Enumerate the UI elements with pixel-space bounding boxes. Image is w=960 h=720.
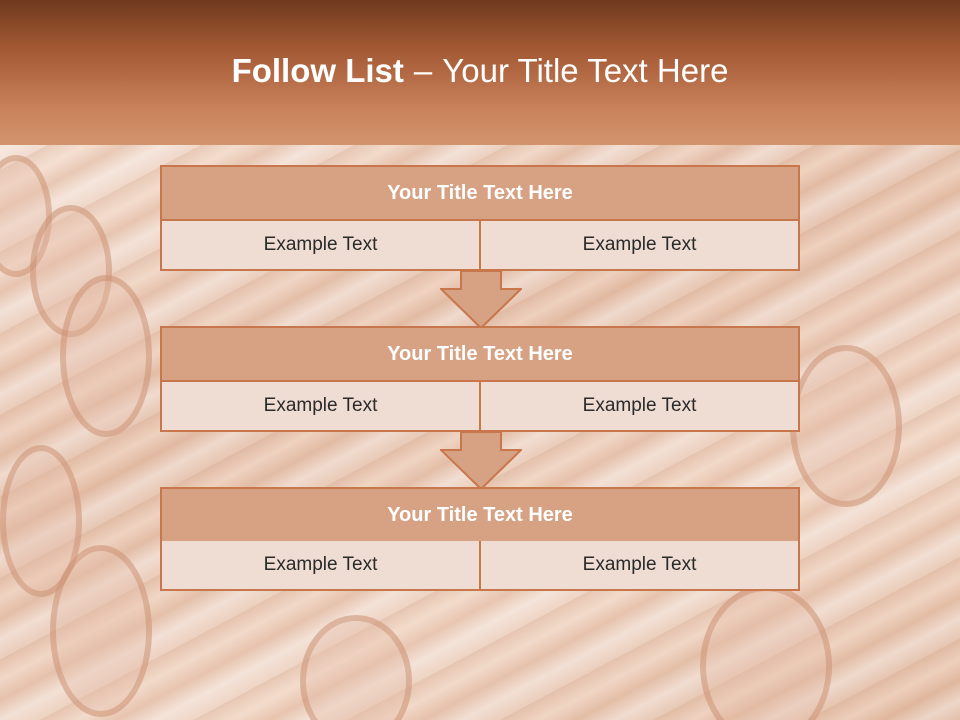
step-3-cells: Example Text Example Text (160, 541, 800, 591)
step-3-cell-right: Example Text (481, 541, 800, 591)
step-3-title-box: Your Title Text Here (160, 487, 800, 543)
step-2-title: Your Title Text Here (387, 342, 573, 365)
pipe-end (790, 345, 902, 507)
cell-text: Example Text (582, 395, 697, 416)
slide-header: Follow List–Your Title Text Here (0, 0, 960, 145)
down-arrow-icon (440, 271, 522, 329)
title-rest: Your Title Text Here (442, 51, 729, 89)
step-1-cell-left: Example Text (160, 221, 481, 271)
title-separator: – (413, 51, 433, 89)
step-2-title-box: Your Title Text Here (160, 326, 800, 382)
pipe-end (60, 275, 152, 437)
step-1-title: Your Title Text Here (387, 181, 573, 204)
step-3-cell-left: Example Text (160, 541, 481, 591)
down-arrow-icon (440, 432, 522, 490)
step-1-cell-right: Example Text (481, 221, 800, 271)
slide-title: Follow List–Your Title Text Here (232, 52, 729, 90)
title-strong: Follow List (231, 51, 404, 89)
step-2-cells: Example Text Example Text (160, 382, 800, 432)
pipe-end (50, 545, 152, 717)
step-1-cells: Example Text Example Text (160, 221, 800, 271)
cell-text: Example Text (263, 554, 378, 575)
step-1-title-box: Your Title Text Here (160, 165, 800, 221)
pipe-end (0, 445, 82, 597)
pipe-end (700, 585, 832, 720)
step-2-cell-right: Example Text (481, 382, 800, 432)
step-2-cell-left: Example Text (160, 382, 481, 432)
cell-text: Example Text (582, 554, 697, 575)
cell-text: Example Text (582, 234, 697, 255)
cell-text: Example Text (263, 234, 378, 255)
pipe-end (300, 615, 412, 720)
cell-text: Example Text (263, 395, 378, 416)
step-3-title: Your Title Text Here (387, 503, 573, 526)
